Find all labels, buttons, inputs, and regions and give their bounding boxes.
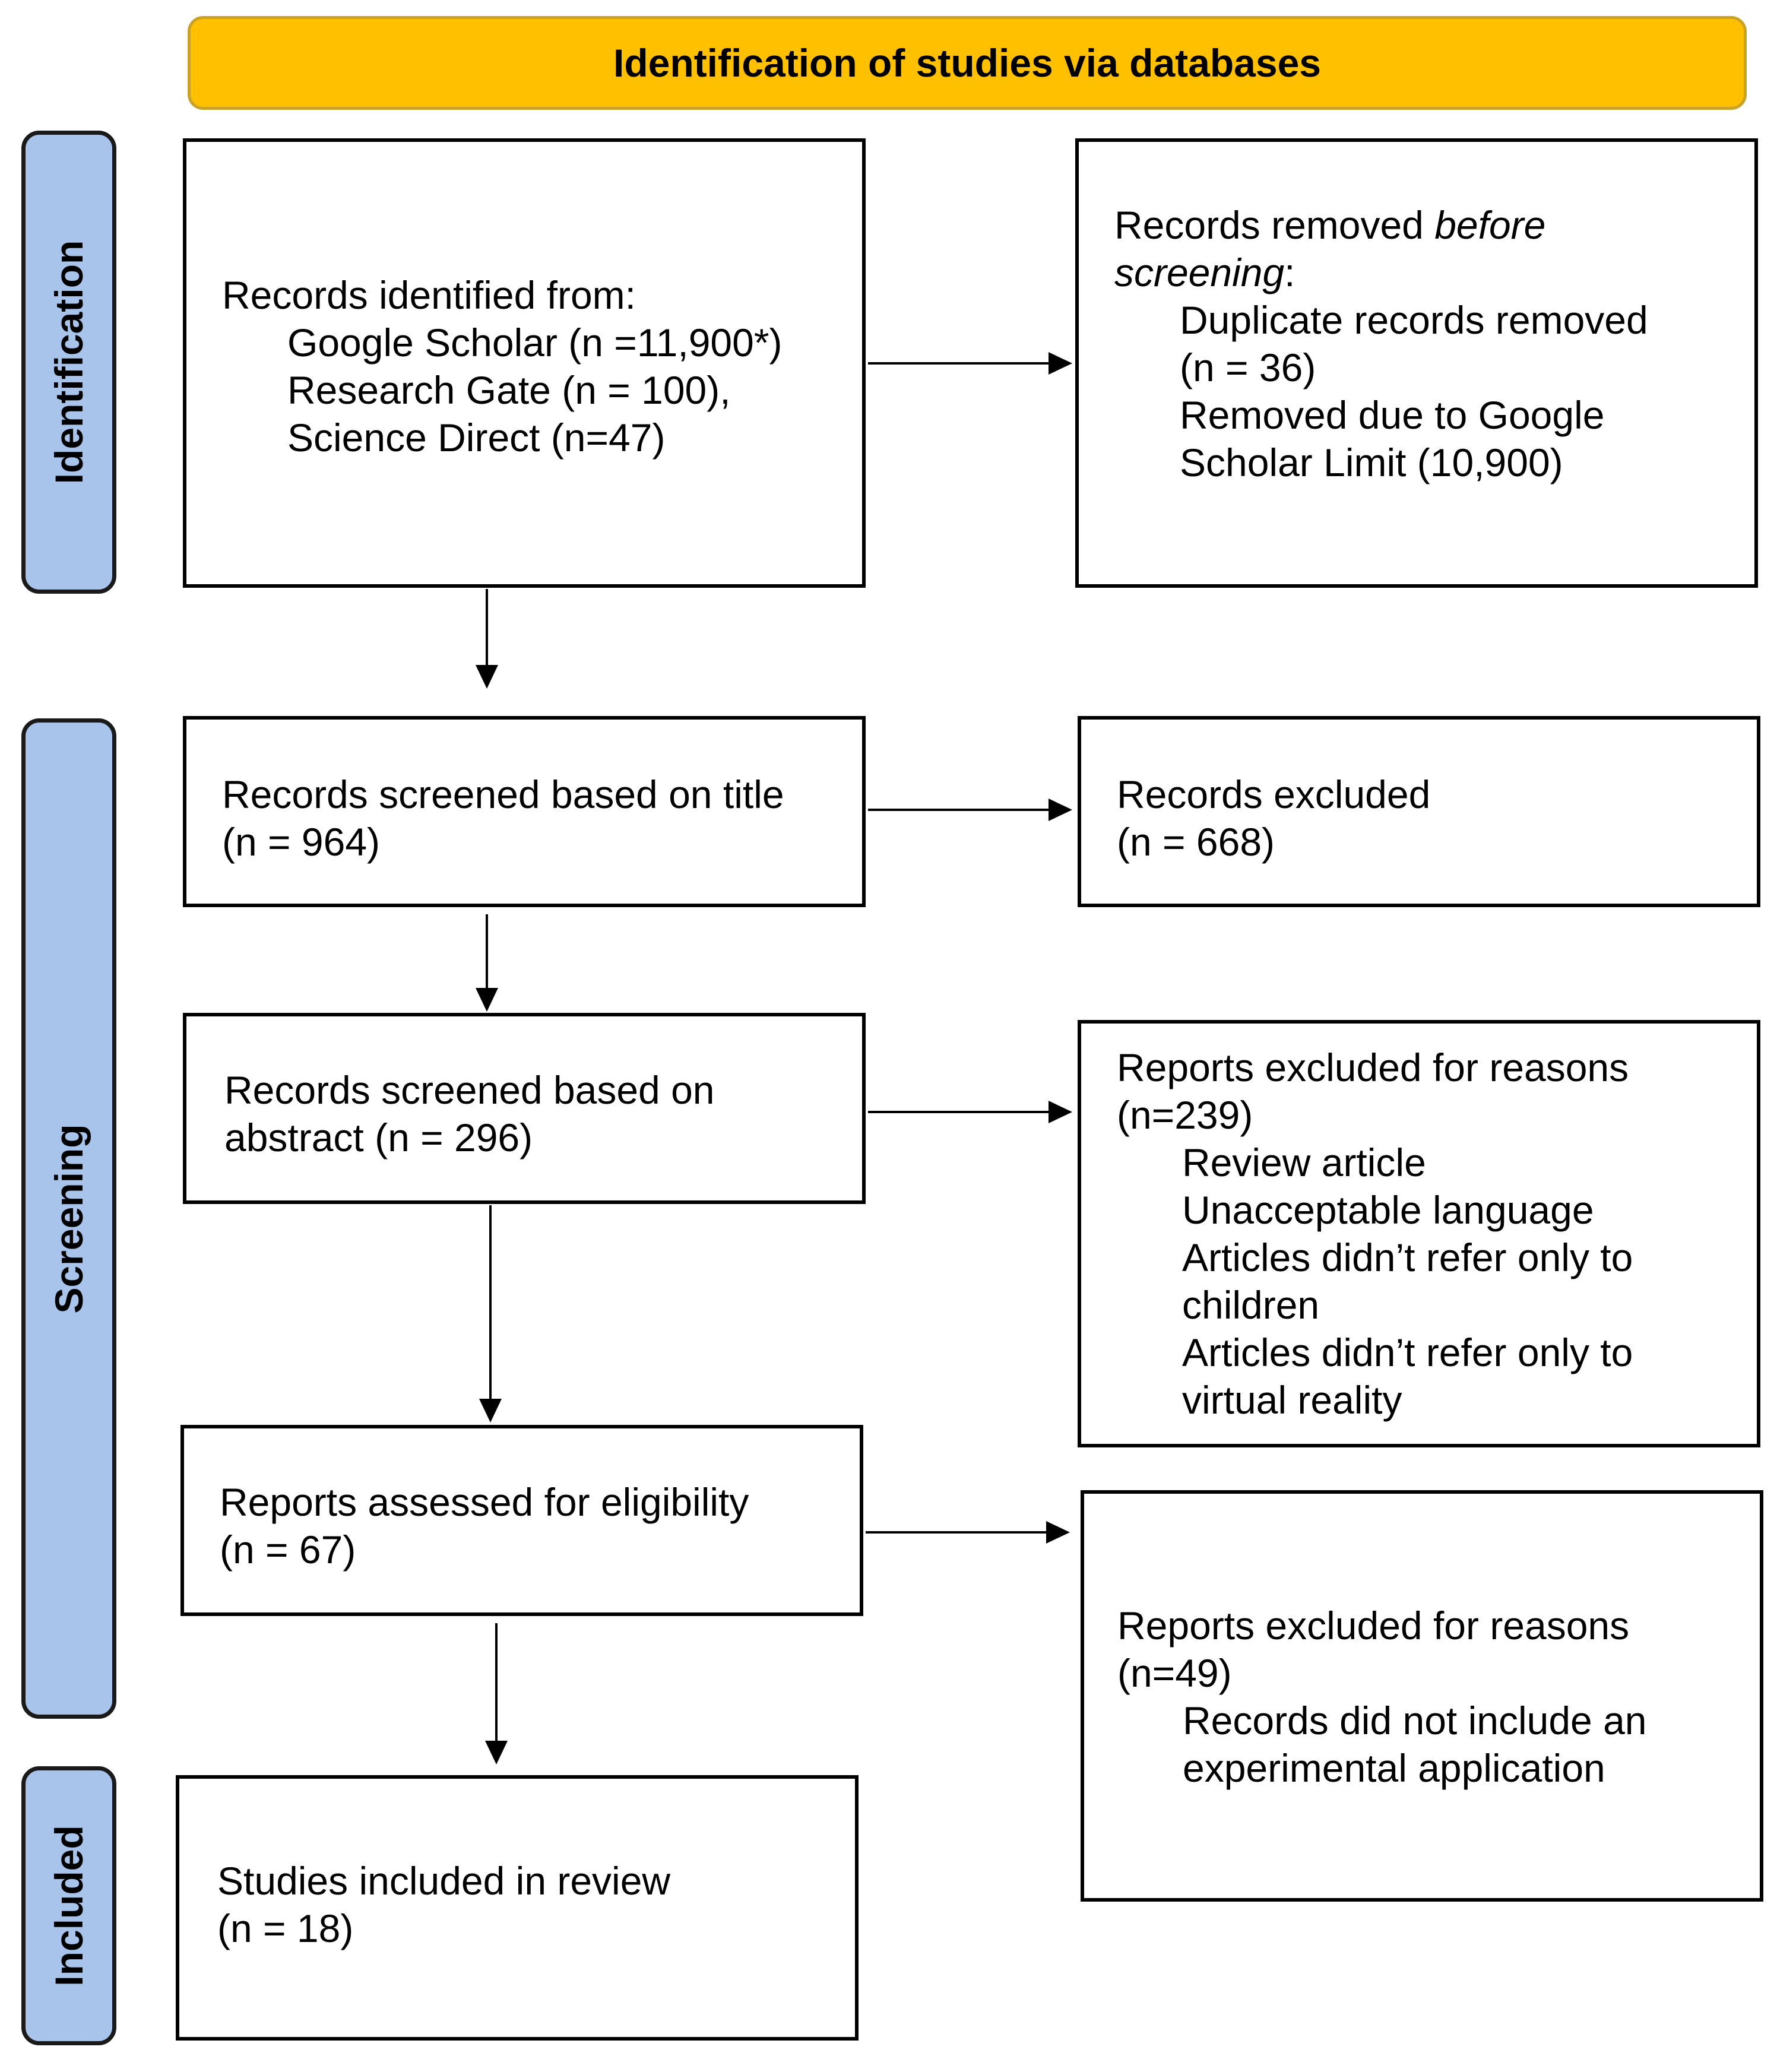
studies-included-count: (n = 18) [217,1906,354,1950]
records-identified-box: Records identified from: Google Scholar … [183,138,866,588]
records-removed-title-screening: screening [1114,251,1285,294]
phase-included: Included [21,1766,116,2045]
screened-title-box: Records screened based on title (n = 964… [183,716,866,907]
records-identified-title: Records identified from: [222,273,636,317]
records-removed-title-line2: screening: [1114,249,1648,296]
header-title: Identification of studies via databases [613,41,1321,85]
arrowhead-eligibility-exclusion [1046,1521,1070,1544]
studies-included-label: Studies included in review [217,1859,671,1903]
records-removed-title-colon: : [1284,251,1295,294]
exclusion-reason: Review article [1182,1140,1426,1184]
arrowhead-included [485,1741,508,1764]
screened-title-label: Records screened based on title [222,772,784,816]
exclusion-reason: Articles didn’t refer only to [1182,1330,1633,1374]
screened-abstract-box: Records screened based on abstract (n = … [183,1013,866,1204]
arrowhead-records-excluded [1049,799,1072,821]
arrowhead-screened-title [476,665,498,689]
screened-abstract-label: Records screened based on [224,1068,715,1112]
screened-abstract-count: abstract (n = 296) [224,1116,533,1159]
removed-item: Duplicate records removed [1180,298,1648,342]
eligibility-label: Reports assessed for eligibility [220,1480,749,1524]
source-google-scholar: Google Scholar (n =11,900*) [287,321,783,365]
identification-header: Identification of studies via databases [188,16,1747,110]
records-excluded-label: Records excluded [1117,772,1431,816]
records-removed-title-line1: Records removed before [1114,201,1648,249]
abstract-exclusion-title: Reports excluded for reasons [1117,1045,1629,1089]
eligibility-count: (n = 67) [220,1528,356,1572]
records-excluded-box: Records excluded (n = 668) [1078,716,1760,907]
records-removed-box: Records removed before screening: Duplic… [1075,138,1758,588]
arrowhead-eligibility [479,1399,502,1422]
studies-included-box: Studies included in review (n = 18) [176,1775,859,2041]
exclusion-reason: virtual reality [1182,1378,1402,1422]
removed-item: Removed due to Google [1180,393,1605,437]
exclusion-reason: Unacceptable language [1182,1188,1594,1232]
eligibility-box: Reports assessed for eligibility (n = 67… [180,1425,863,1616]
phase-identification: Identification [21,131,116,594]
exclusion-reason: Records did not include an [1183,1699,1647,1742]
eligibility-exclusion-title: Reports excluded for reasons [1117,1604,1630,1648]
eligibility-exclusion-box: Reports excluded for reasons (n=49) Reco… [1081,1490,1763,1902]
exclusion-reason: experimental application [1183,1746,1605,1790]
exclusion-reason: children [1182,1283,1320,1327]
source-science-direct: Science Direct (n=47) [287,416,666,460]
records-removed-title-text: Records removed [1114,203,1435,247]
eligibility-exclusion-count: (n=49) [1117,1651,1232,1695]
abstract-exclusion-count: (n=239) [1117,1093,1253,1137]
arrowhead-abstract-exclusion [1049,1101,1072,1123]
records-removed-title-before: before [1434,203,1546,247]
removed-item: (n = 36) [1180,346,1316,389]
removed-item: Scholar Limit (10,900) [1180,441,1563,484]
abstract-exclusion-box: Reports excluded for reasons (n=239) Rev… [1078,1020,1760,1447]
records-excluded-count: (n = 668) [1117,820,1275,864]
source-research-gate: Research Gate (n = 100), [287,368,731,412]
arrowhead-removed [1049,352,1072,375]
phase-screening: Screening [21,718,116,1719]
exclusion-reason: Articles didn’t refer only to [1182,1235,1633,1279]
screened-title-count: (n = 964) [222,820,380,864]
arrowhead-screened-abstract [476,988,498,1012]
